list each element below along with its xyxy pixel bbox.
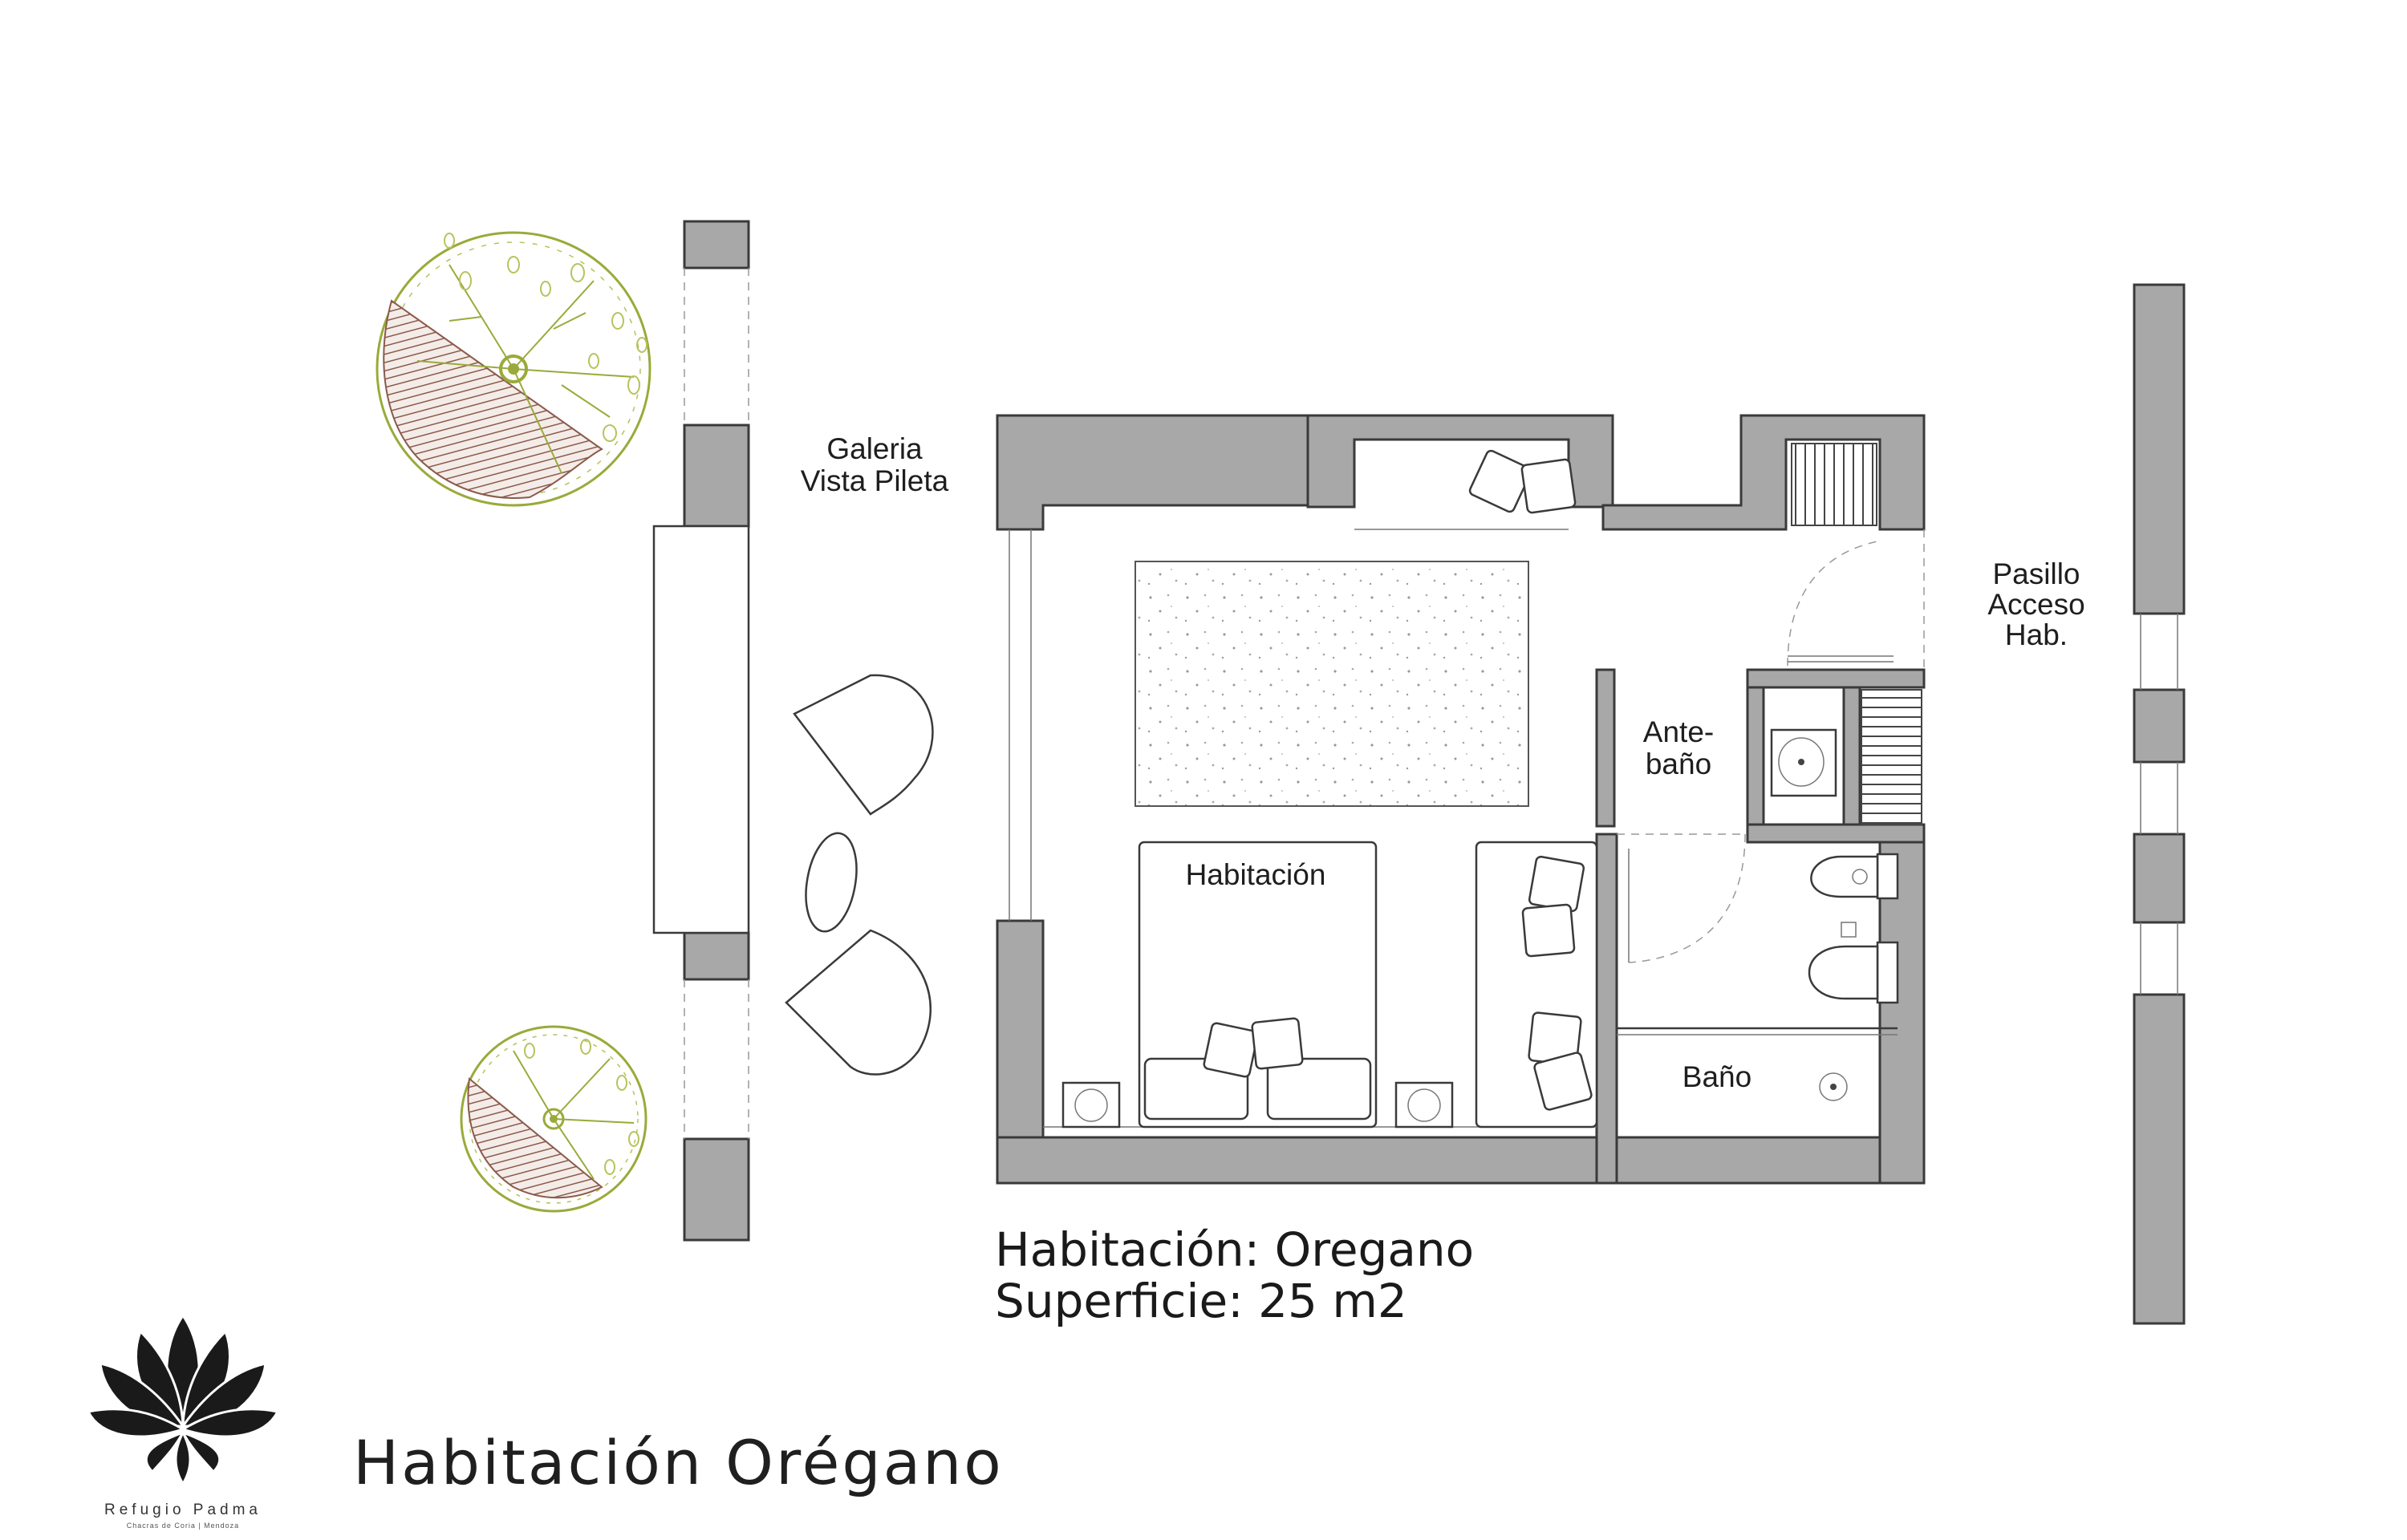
label-antebano-1: Ante- [1643, 715, 1714, 748]
pillow [1266, 1057, 1372, 1121]
label-pasillo-1: Pasillo [1993, 557, 2080, 590]
lamp-icon [1407, 1088, 1441, 1122]
bed [1138, 841, 1378, 1129]
label-antebano-2: baño [1646, 748, 1711, 780]
gallery-furniture [785, 674, 934, 1076]
lotus-icon [86, 1313, 280, 1486]
column [683, 1137, 750, 1242]
label-bano: Baño [1682, 1060, 1751, 1093]
label-pasillo-2: Acceso [1987, 588, 2084, 621]
gallery-bench [652, 525, 750, 934]
logo-subtitle: Chacras de Coria | Mendoza [127, 1522, 239, 1530]
column [683, 424, 750, 528]
tree-icon [460, 1025, 647, 1213]
column [2133, 993, 2186, 1325]
room-name: Habitación: Oregano [995, 1222, 1474, 1277]
tank [1876, 853, 1899, 900]
bidet [1810, 855, 1879, 898]
page-title: Habitación Orégano [353, 1427, 1004, 1498]
shelves [1861, 689, 1922, 825]
gallery-columns [652, 220, 750, 1242]
tank [1876, 941, 1899, 1004]
lounge-chair [793, 674, 934, 816]
cushion [1533, 1052, 1593, 1111]
label-habitacion: Habitación [1186, 858, 1326, 891]
sink-icon [1778, 737, 1825, 787]
toilet-icon [1808, 945, 1879, 1000]
label-galeria-1: Galeria [826, 432, 923, 465]
cushion [1528, 855, 1585, 913]
surface-area: Superficie: 25 m2 [995, 1274, 1407, 1328]
logo: Refugio Padma Chacras de Coria | Mendoza [86, 1313, 280, 1530]
cushion [1468, 449, 1532, 513]
door-swing [1787, 541, 1878, 667]
column [2133, 688, 2186, 764]
cushion [1520, 458, 1577, 514]
nightstand [1394, 1081, 1454, 1129]
side-table [805, 832, 858, 933]
walls [996, 414, 1926, 1185]
logo-name: Refugio Padma [104, 1502, 262, 1518]
label-pasillo-3: Hab. [2005, 618, 2068, 651]
tree-icon [375, 231, 651, 507]
cushion [1203, 1022, 1259, 1078]
corridor-columns [2133, 283, 2186, 1325]
wardrobe [1791, 443, 1877, 526]
column [683, 931, 750, 981]
door-swing [1617, 833, 1746, 963]
lamp-icon [1074, 1088, 1108, 1122]
nightstand [1061, 1081, 1121, 1129]
cushion [1251, 1017, 1304, 1070]
lounge-chair [785, 929, 932, 1076]
column [2133, 283, 2186, 615]
cushion [1521, 903, 1576, 958]
column [683, 220, 750, 270]
shower-drain-icon [1819, 1072, 1848, 1101]
rug [1134, 561, 1529, 807]
label-galeria-2: Vista Pileta [801, 464, 949, 497]
drain [1841, 922, 1857, 938]
column [2133, 833, 2186, 924]
pillow [1143, 1057, 1249, 1121]
